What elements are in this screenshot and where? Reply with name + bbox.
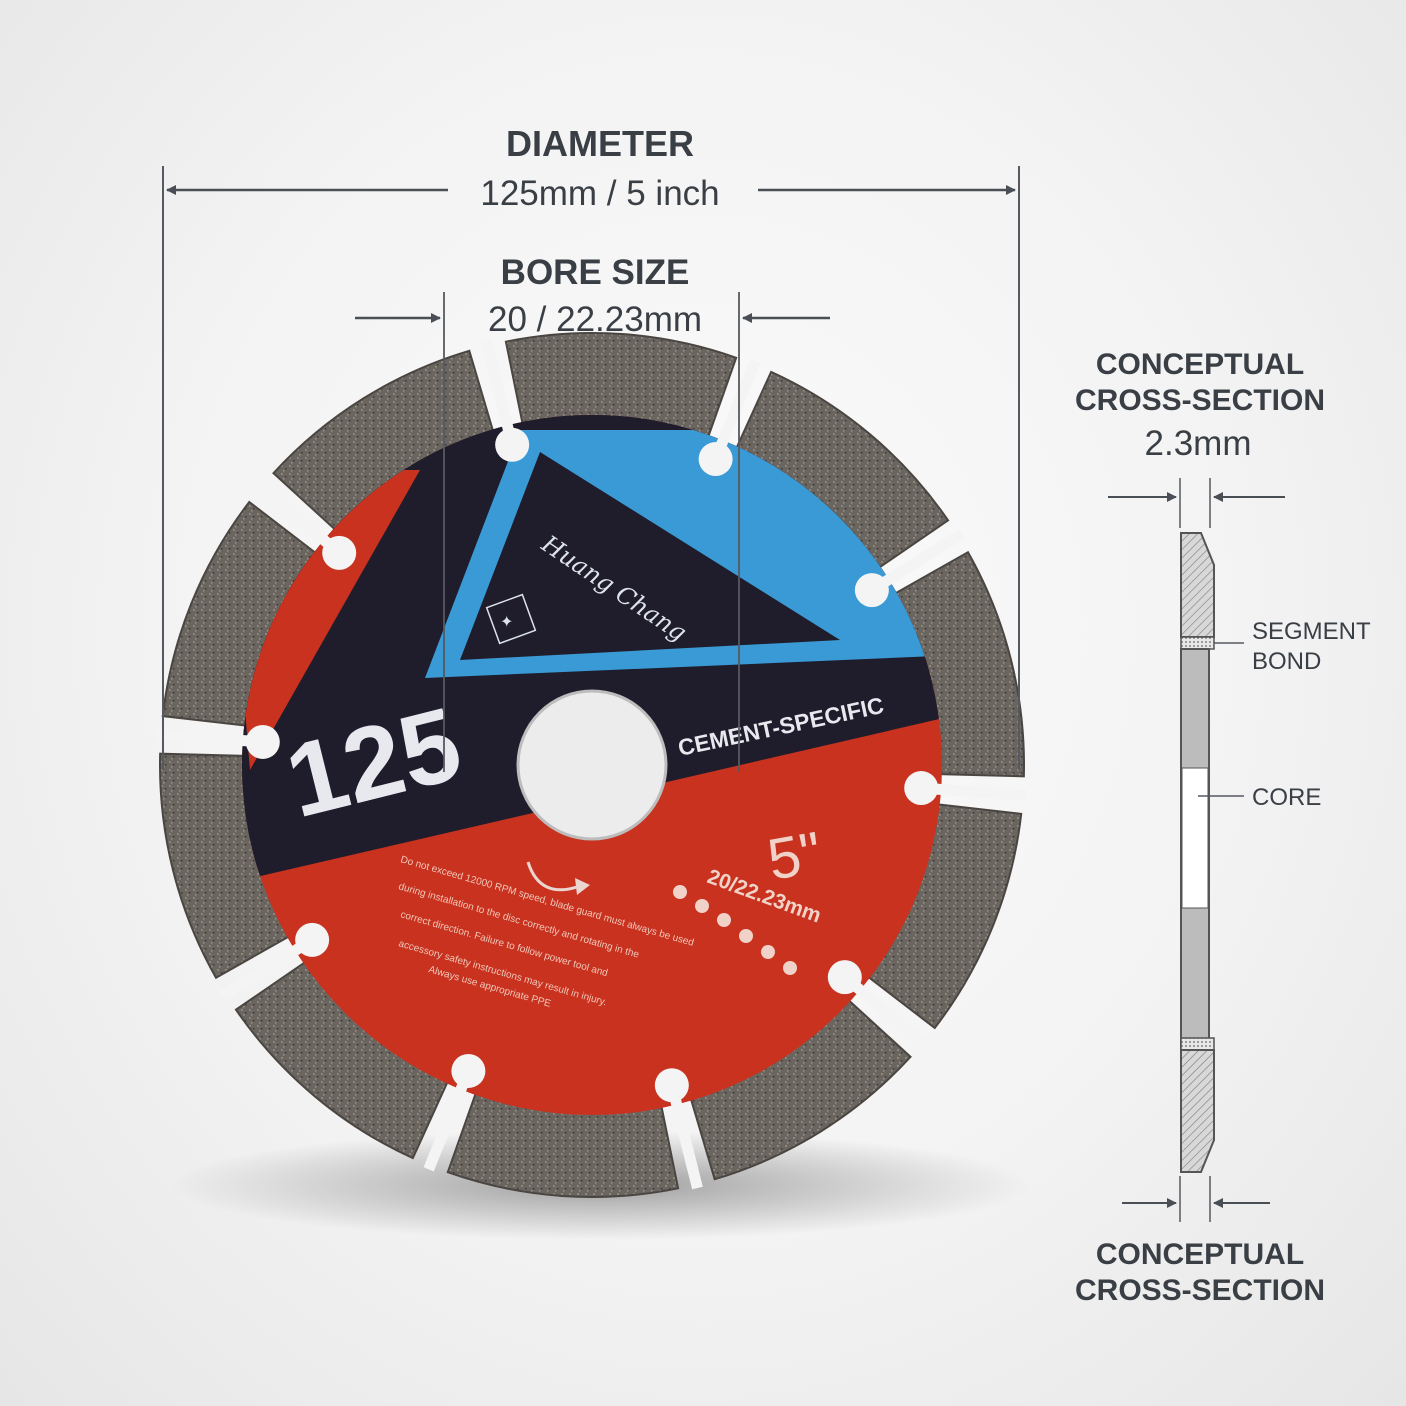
segment-label: SEGMENT	[1252, 618, 1371, 645]
profile-bond-bottom	[1180, 1037, 1215, 1051]
gullet-hole	[654, 1068, 689, 1103]
diameter-dimension: DIAMETER 125mm / 5 inch	[162, 123, 1020, 770]
gullet-slot	[875, 529, 965, 591]
svg-text:✦: ✦	[500, 614, 513, 631]
profile-bore-gap	[1181, 767, 1209, 909]
diameter-value: 125mm / 5 inch	[480, 174, 719, 213]
gullet-hole	[295, 922, 330, 957]
gullet-slot	[156, 729, 256, 747]
gullet-hole	[322, 535, 357, 570]
gullet-hole	[698, 442, 733, 477]
core-label: CORE	[1252, 784, 1321, 811]
profile-segment-bottom	[1180, 1049, 1215, 1173]
gullet-slot	[254, 480, 337, 552]
blade-safety-icons	[673, 885, 797, 975]
cross-section-top-line1: CONCEPTUAL	[1096, 348, 1304, 381]
cross-section-bottom-line2: CROSS-SECTION	[1075, 1274, 1325, 1307]
cross-section-top-line2: CROSS-SECTION	[1075, 384, 1325, 417]
bond-label: BOND	[1252, 648, 1321, 675]
gullet-slot	[481, 340, 516, 439]
profile-segment-top	[1180, 532, 1215, 638]
gullet-hole	[245, 724, 280, 759]
blade-size-mark: 5"	[763, 820, 826, 893]
cross-section-diagram: CONCEPTUAL CROSS-SECTION 2.3mm SEGMENT B…	[1075, 348, 1371, 1307]
gullet-slot	[423, 1076, 471, 1172]
blade-gullets	[156, 340, 1028, 1190]
diameter-title: DIAMETER	[506, 123, 694, 164]
profile-bond-top	[1180, 636, 1215, 650]
blade-rotation-arrow	[526, 861, 590, 895]
bore-value: 20 / 22.23mm	[488, 300, 702, 339]
core-inner-triangle	[460, 452, 840, 660]
gullet-hole	[827, 960, 862, 995]
bore-title: BORE SIZE	[501, 253, 690, 292]
cross-section-bottom-line1: CONCEPTUAL	[1096, 1238, 1304, 1271]
gullet-slot	[847, 978, 930, 1050]
bore-hole	[516, 689, 668, 841]
saw-blade: 125 CEMENT-SPECIFIC 5" 20/22.23mm Huang …	[156, 332, 1028, 1198]
gullet-hole	[451, 1053, 486, 1088]
bore-dimension: BORE SIZE 20 / 22.23mm	[355, 253, 830, 772]
gullet-hole	[854, 573, 889, 608]
gullet-hole	[904, 771, 939, 806]
thickness-value: 2.3mm	[1145, 424, 1252, 463]
gullet-slot	[928, 783, 1028, 801]
gullet-slot	[219, 939, 309, 1001]
gullet-slot	[668, 1091, 703, 1190]
gullet-hole	[495, 427, 530, 462]
blade-certification-badge: ✦	[485, 593, 537, 645]
gullet-slot	[713, 358, 761, 454]
